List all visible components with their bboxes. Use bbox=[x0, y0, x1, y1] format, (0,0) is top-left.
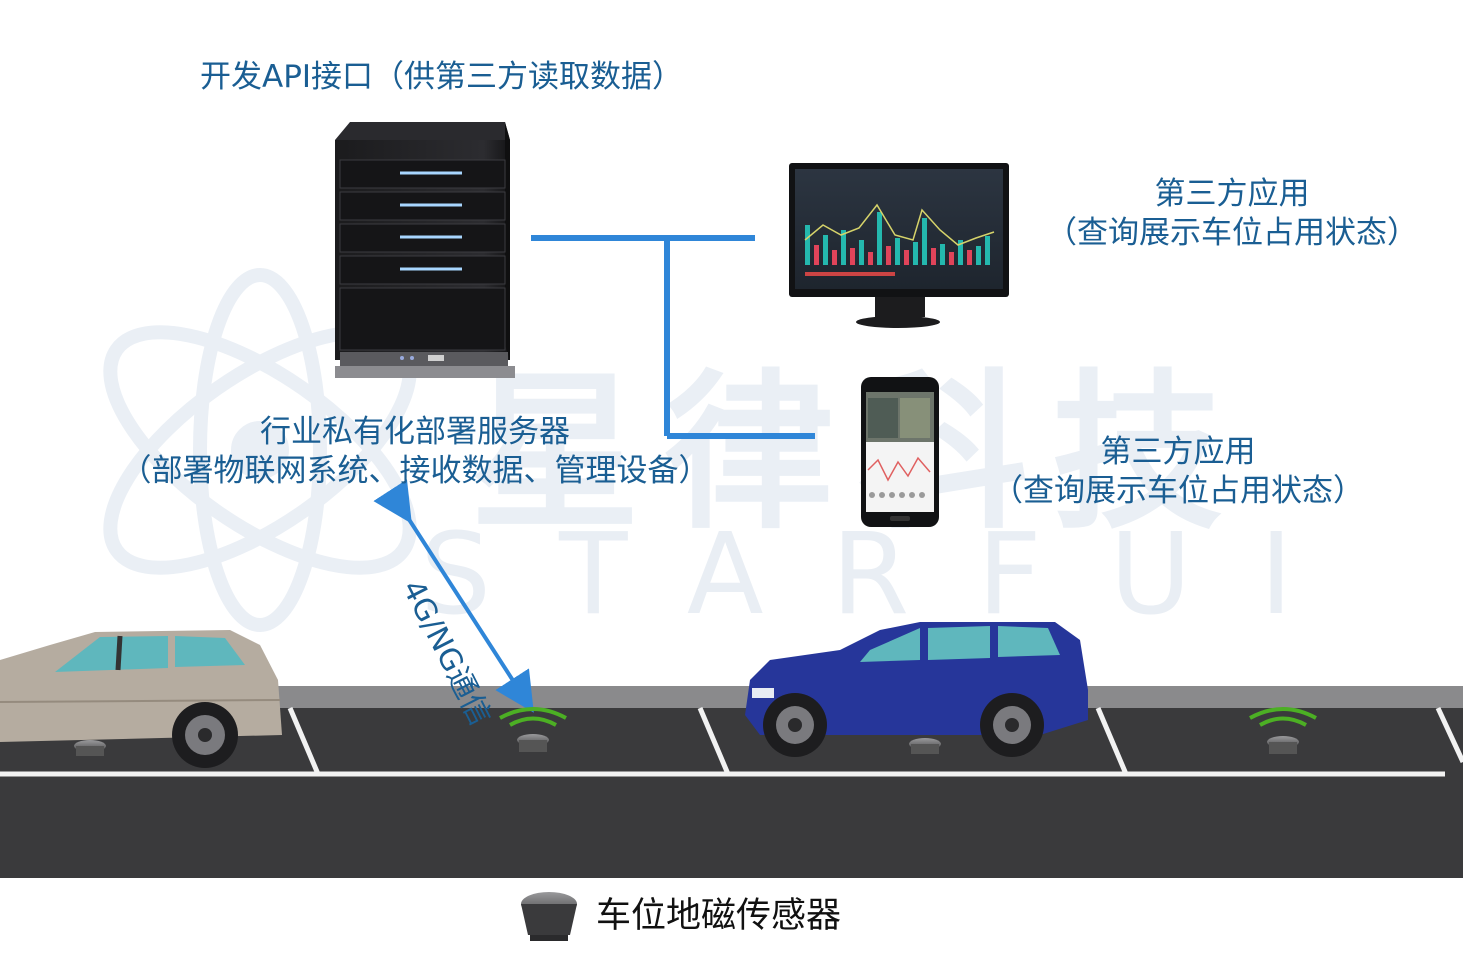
phone-icon bbox=[861, 377, 939, 527]
connection-lines bbox=[531, 235, 815, 439]
watermark-en: STARFUI bbox=[420, 510, 1361, 640]
server-title: 行业私有化部署服务器 bbox=[260, 414, 570, 450]
phone-app-title: 第三方应用 bbox=[1100, 434, 1256, 470]
road-sensor-3 bbox=[909, 738, 941, 754]
sensor-caption: 车位地磁传感器 bbox=[596, 896, 842, 936]
right-car bbox=[745, 622, 1088, 757]
road bbox=[0, 686, 1463, 878]
communication-arrow bbox=[373, 479, 534, 713]
road-sensor-2 bbox=[499, 707, 567, 752]
monitor-icon bbox=[789, 163, 1009, 328]
watermark-cn: 星律科技 bbox=[470, 355, 1247, 553]
server-subtitle: （部署物联网系统、接收数据、管理设备） bbox=[120, 453, 710, 489]
dashboard-chart bbox=[804, 203, 995, 276]
sensor-legend-icon bbox=[521, 892, 577, 941]
server-icon bbox=[335, 122, 515, 378]
left-car bbox=[0, 630, 282, 768]
road-sensor-1 bbox=[74, 740, 106, 756]
monitor-app-subtitle: （查询展示车位占用状态） bbox=[1046, 215, 1418, 251]
road-sensor-4 bbox=[1249, 707, 1317, 754]
phone-app-subtitle: （查询展示车位占用状态） bbox=[992, 473, 1364, 509]
api-label: 开发API接口（供第三方读取数据） bbox=[200, 59, 684, 95]
monitor-app-title: 第三方应用 bbox=[1154, 176, 1310, 212]
